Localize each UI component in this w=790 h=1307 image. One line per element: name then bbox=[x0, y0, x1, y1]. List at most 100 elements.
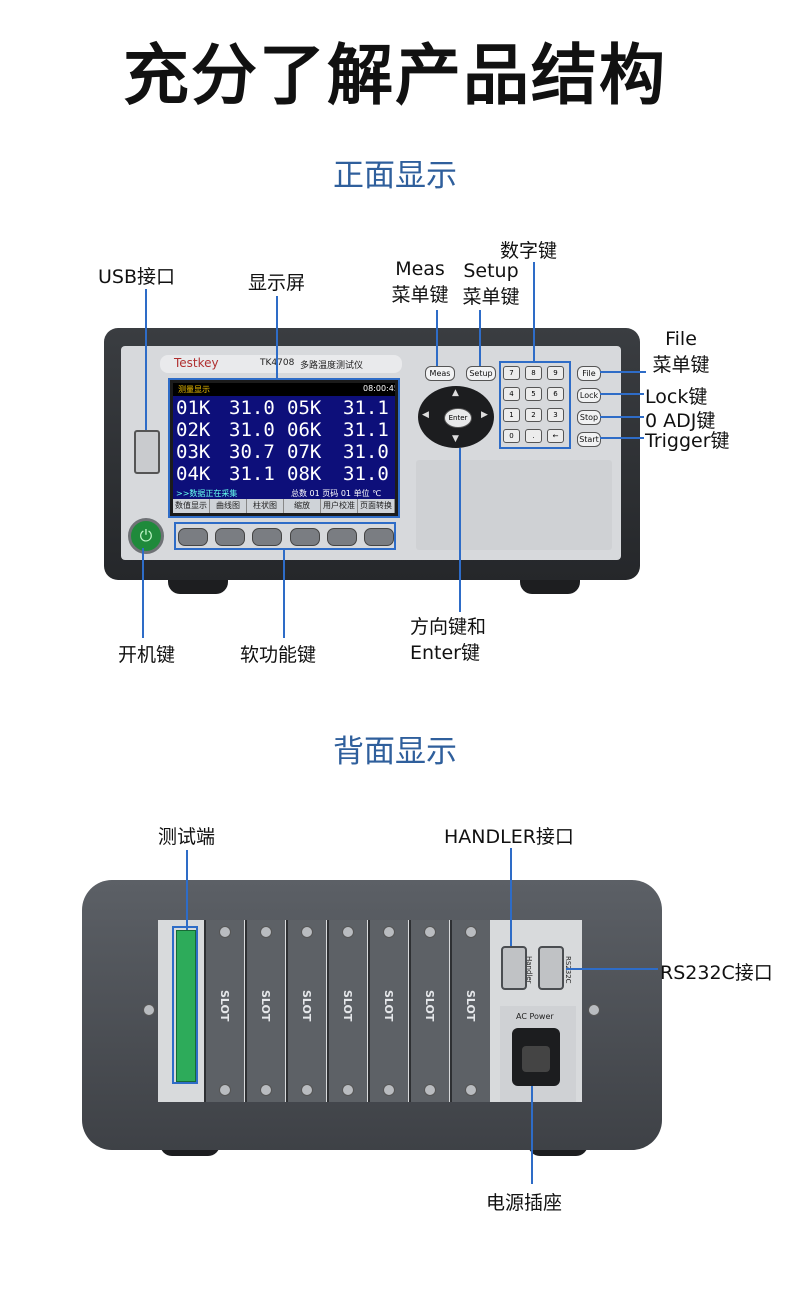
numeric-key[interactable]: . bbox=[525, 429, 542, 443]
test-terminal-block[interactable] bbox=[176, 930, 196, 1082]
front-foot-left bbox=[168, 578, 228, 594]
usb-label: USB接口 bbox=[98, 266, 176, 288]
file-label-line1: File bbox=[665, 328, 697, 350]
power-socket-label: 电源插座 bbox=[486, 1192, 563, 1214]
screw-icon bbox=[424, 1084, 436, 1096]
page-label: 页码 bbox=[322, 489, 339, 498]
rs232-port[interactable] bbox=[538, 946, 564, 990]
zero-adj-label: 0 ADJ键 bbox=[645, 410, 716, 432]
usb-leader-line bbox=[145, 289, 147, 430]
display-leader-line bbox=[276, 296, 278, 380]
ac-power-label: AC Power bbox=[516, 1012, 554, 1021]
numeric-key[interactable]: 0 bbox=[503, 429, 520, 443]
file-key[interactable]: File bbox=[577, 366, 601, 381]
slot-label: SLOT bbox=[300, 990, 313, 1022]
numeric-key[interactable]: ← bbox=[547, 429, 564, 443]
lock-leader-line bbox=[600, 393, 644, 395]
soft-function-key[interactable] bbox=[363, 528, 394, 546]
channel-label: 01K bbox=[176, 397, 211, 419]
temperature-value: 31.0 bbox=[343, 463, 389, 485]
total-value: 01 bbox=[309, 489, 320, 498]
ac-socket[interactable] bbox=[512, 1028, 560, 1086]
soft-function-key[interactable] bbox=[289, 528, 320, 546]
file-label: File 菜单键 bbox=[650, 326, 712, 378]
temperature-value: 31.0 bbox=[229, 397, 275, 419]
lock-key[interactable]: Lock bbox=[577, 388, 601, 403]
numeric-key[interactable]: 5 bbox=[525, 387, 542, 401]
direction-leader-line bbox=[459, 448, 461, 612]
enter-key[interactable]: Enter bbox=[444, 408, 472, 428]
start-key[interactable]: Start bbox=[577, 432, 601, 447]
numeric-key[interactable]: 3 bbox=[547, 408, 564, 422]
meas-key[interactable]: Meas bbox=[425, 366, 455, 381]
slot-label: SLOT bbox=[259, 990, 272, 1022]
front-section-title: 正面显示 bbox=[333, 158, 457, 194]
direction-label: 方向键和 Enter键 bbox=[410, 614, 486, 666]
temperature-value: 31.1 bbox=[343, 397, 389, 419]
power-button[interactable]: ⏻ bbox=[128, 518, 164, 554]
slot-label: SLOT bbox=[341, 990, 354, 1022]
numeric-key[interactable]: 9 bbox=[547, 366, 564, 380]
screw-icon bbox=[260, 1084, 272, 1096]
down-arrow-icon[interactable]: ▼ bbox=[452, 434, 459, 444]
lcd-header: 测量显示 08:00:45 bbox=[173, 383, 395, 396]
socket-pins-icon bbox=[522, 1046, 550, 1072]
handler-port[interactable] bbox=[501, 946, 527, 990]
usb-port[interactable] bbox=[134, 430, 160, 474]
left-arrow-icon[interactable]: ◀ bbox=[422, 410, 429, 420]
numeric-key[interactable]: 7 bbox=[503, 366, 520, 380]
soft-function-key[interactable] bbox=[326, 528, 357, 546]
expansion-slot: SLOT bbox=[204, 920, 244, 1102]
rear-section-title: 背面显示 bbox=[333, 734, 457, 770]
soft-function-key[interactable] bbox=[215, 528, 246, 546]
display-label: 显示屏 bbox=[248, 272, 306, 294]
handler-label: HANDLER接口 bbox=[444, 826, 574, 848]
rs232-label: RS232C接口 bbox=[660, 962, 773, 984]
handler-port-label: Handler bbox=[525, 956, 533, 984]
handler-leader-line bbox=[510, 848, 512, 946]
page-value: 01 bbox=[340, 489, 352, 498]
soft-function-key[interactable] bbox=[178, 528, 208, 546]
numeric-key[interactable]: 4 bbox=[503, 387, 520, 401]
numeric-key[interactable]: 6 bbox=[547, 387, 564, 401]
file-leader-line bbox=[600, 371, 646, 373]
screw-icon bbox=[301, 926, 313, 938]
numeric-key[interactable]: 2 bbox=[525, 408, 542, 422]
blank-panel bbox=[416, 460, 612, 550]
meas-label-line1: Meas bbox=[395, 258, 445, 280]
stop-key[interactable]: Stop bbox=[577, 410, 601, 425]
setup-key[interactable]: Setup bbox=[466, 366, 496, 381]
temperature-value: 30.7 bbox=[229, 441, 275, 463]
unit-label: 单位 bbox=[353, 489, 370, 498]
numeric-key[interactable]: 8 bbox=[525, 366, 542, 380]
expansion-slot: SLOT bbox=[450, 920, 490, 1102]
screw-icon bbox=[383, 926, 395, 938]
softtab: 数值显示 bbox=[173, 499, 210, 513]
screw-icon bbox=[383, 1084, 395, 1096]
up-arrow-icon[interactable]: ▲ bbox=[452, 388, 459, 398]
temperature-value: 31.0 bbox=[229, 419, 275, 441]
channel-label: 07K bbox=[287, 441, 322, 463]
setup-leader-line bbox=[479, 310, 481, 366]
test-port-label: 测试端 bbox=[158, 826, 216, 848]
numeric-highlight-box bbox=[499, 361, 571, 449]
direction-label-line2: Enter键 bbox=[410, 642, 480, 664]
right-arrow-icon[interactable]: ▶ bbox=[481, 410, 488, 420]
screw-icon bbox=[342, 926, 354, 938]
channel-label: 03K bbox=[176, 441, 211, 463]
slot-label: SLOT bbox=[423, 990, 436, 1022]
softkey-highlight-box bbox=[174, 522, 396, 550]
numeric-key[interactable]: 1 bbox=[503, 408, 520, 422]
trigger-leader-line bbox=[600, 437, 644, 439]
softtab: 用户校准 bbox=[321, 499, 358, 513]
lcd-mode: 测量显示 bbox=[178, 385, 210, 394]
test-port-leader-line bbox=[186, 850, 188, 930]
soft-function-key[interactable] bbox=[252, 528, 283, 546]
screw-icon bbox=[143, 1004, 155, 1016]
page-title: 充分了解产品结构 bbox=[123, 37, 667, 114]
power-label: 开机键 bbox=[118, 644, 176, 666]
meas-label: Meas 菜单键 bbox=[388, 256, 452, 308]
